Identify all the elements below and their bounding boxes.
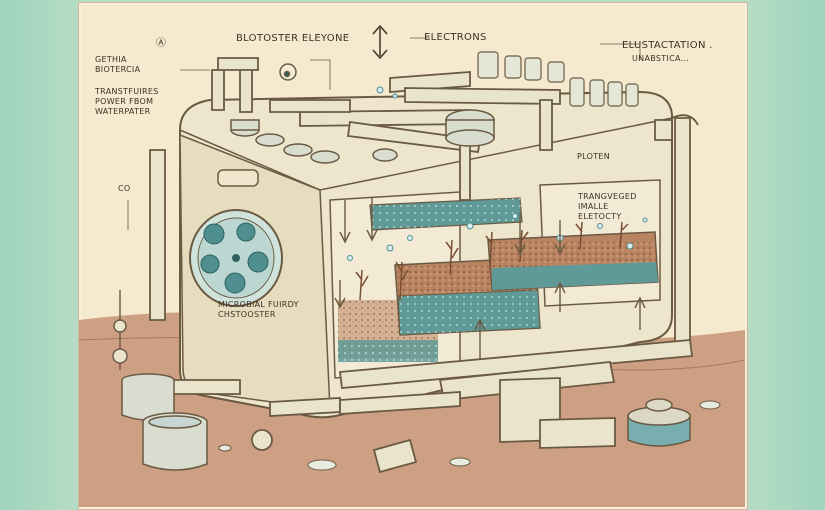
pump-device <box>627 398 691 447</box>
arrow-down-icon <box>334 198 566 309</box>
bucket-front <box>142 412 208 471</box>
debris-stones <box>218 400 721 471</box>
label-left-1: GETHIA BIOTERCIA <box>95 55 141 74</box>
double-arrow-icon <box>372 24 388 60</box>
label-right-1: ELUSTACTATION . <box>622 40 713 51</box>
bubble-icon <box>347 86 648 261</box>
top-pipes <box>149 57 699 346</box>
chamber-right <box>487 179 661 307</box>
label-electrons: ELECTRONS <box>424 32 487 43</box>
label-left-2: TRANSTFUIRES POWER FBOM WATERPATER <box>95 87 159 116</box>
arrow-up-icon <box>474 281 646 370</box>
membrane-top <box>369 197 523 231</box>
label-right-2: UNABSTICA... <box>632 54 690 63</box>
gauge-left <box>112 290 128 370</box>
top-canisters <box>230 63 495 164</box>
label-microbial: MICROBIAL FUIRDY CHSTOOSTER <box>218 300 299 319</box>
bottom-pipes <box>169 339 694 474</box>
battery-canisters <box>477 51 639 107</box>
label-ploten: PLOTEN <box>577 152 611 161</box>
microbe-disc-icon <box>189 209 283 307</box>
label-left-co: CO <box>118 184 131 193</box>
label-top-center: BLOTOSTER ELEYONE <box>236 33 350 44</box>
label-circle-a: Ⓐ <box>156 38 167 49</box>
label-leaders <box>127 37 641 230</box>
chamber-middle <box>394 257 541 336</box>
root-sprouts <box>355 221 629 301</box>
label-transveged: TRANGVEGED IMALLE ELETOCTY <box>578 192 637 221</box>
